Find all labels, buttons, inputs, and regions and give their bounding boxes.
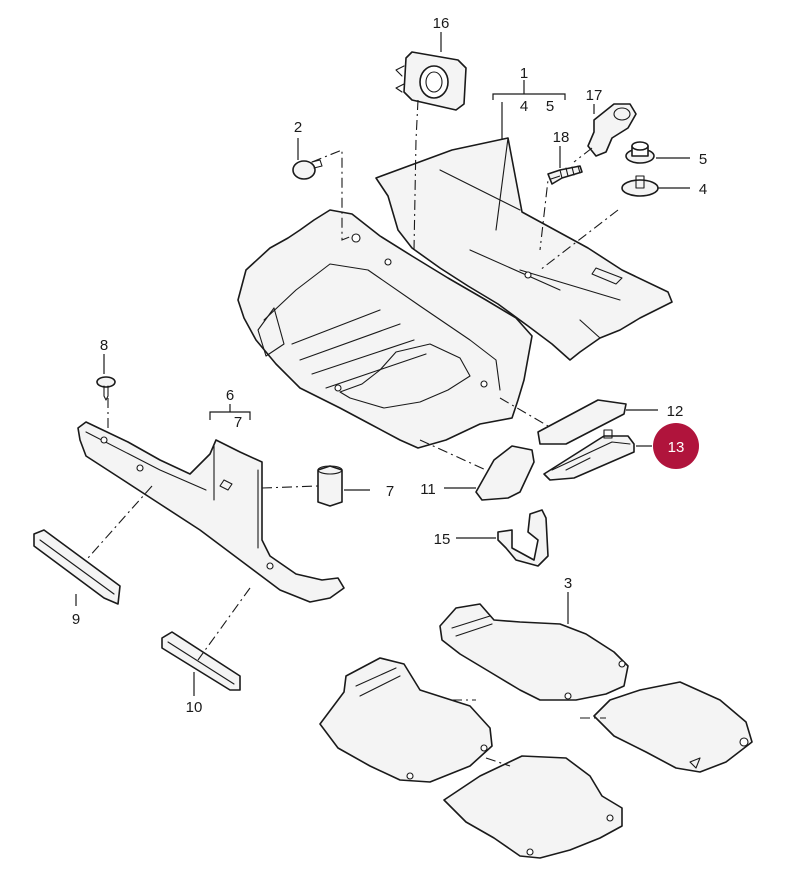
part-4-fastener-base[interactable] xyxy=(621,175,659,197)
part-5-fastener-top[interactable] xyxy=(625,141,655,164)
part-7-clip[interactable] xyxy=(317,465,343,507)
leader-lines xyxy=(75,32,690,696)
callout-12[interactable]: 12 xyxy=(667,403,684,420)
part-1-floor-carpet[interactable] xyxy=(237,137,673,449)
callout-16[interactable]: 16 xyxy=(433,15,450,32)
callout-2[interactable]: 2 xyxy=(294,119,302,136)
part-8-screw[interactable] xyxy=(96,376,116,401)
part-10-strip[interactable] xyxy=(161,631,241,691)
callout-10[interactable]: 10 xyxy=(186,699,203,716)
callout-1[interactable]: 1 xyxy=(520,65,528,82)
part-11-cover[interactable] xyxy=(475,445,535,501)
callout-17[interactable]: 17 xyxy=(586,87,603,104)
callout-labels: 16 1 4 5 17 2 18 5 4 8 6 7 12 13 7 11 15… xyxy=(72,15,707,716)
callout-7[interactable]: 7 xyxy=(386,483,394,500)
part-9-strip[interactable] xyxy=(33,529,121,605)
callout-3[interactable]: 3 xyxy=(564,575,572,592)
callout-18[interactable]: 18 xyxy=(553,129,570,146)
callout-6[interactable]: 6 xyxy=(226,387,234,404)
callout-15[interactable]: 15 xyxy=(434,531,451,548)
callout-8[interactable]: 8 xyxy=(100,337,108,354)
callout-4[interactable]: 4 xyxy=(699,181,707,198)
part-3-floor-mats[interactable] xyxy=(319,603,753,859)
callout-1-sub-4[interactable]: 4 xyxy=(520,98,528,115)
callout-5[interactable]: 5 xyxy=(699,151,707,168)
callout-6-sub-7[interactable]: 7 xyxy=(234,414,242,431)
callout-13[interactable]: 13 xyxy=(668,439,685,456)
callout-11[interactable]: 11 xyxy=(420,481,436,498)
callout-9[interactable]: 9 xyxy=(72,611,80,628)
part-16-cover-plate[interactable] xyxy=(395,51,467,111)
callout-1-sub-5[interactable]: 5 xyxy=(546,98,554,115)
part-12-pad[interactable] xyxy=(537,399,627,445)
part-2-clip[interactable] xyxy=(292,159,323,180)
part-13-foot-rest[interactable] xyxy=(543,429,635,481)
part-6-sill-trim[interactable] xyxy=(77,421,345,603)
part-15-bracket[interactable] xyxy=(497,509,549,567)
part-17-bracket[interactable] xyxy=(587,103,637,157)
assembly-lines xyxy=(87,99,619,767)
highlight-marker-13 xyxy=(653,423,699,469)
part-18-screw[interactable] xyxy=(547,165,583,185)
